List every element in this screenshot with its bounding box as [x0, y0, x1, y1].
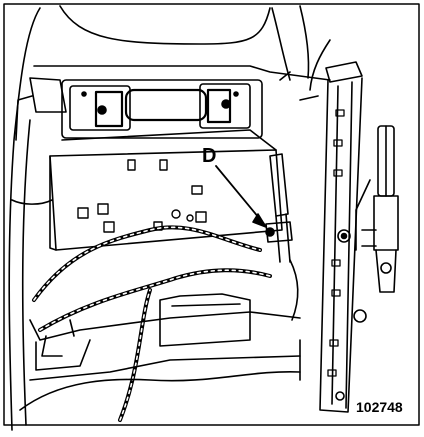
gas-strut	[269, 153, 289, 217]
callout-label-d: D	[202, 145, 217, 167]
frame-border	[3, 3, 420, 426]
mounting-plate	[49, 149, 283, 251]
lower-crossmember	[29, 311, 301, 341]
seat-rail	[319, 77, 363, 413]
rail-top	[325, 61, 363, 83]
headrest-cut	[59, 5, 271, 45]
callout-leader	[215, 165, 265, 225]
figure-reference-number: 102748	[356, 399, 403, 415]
module-housing	[61, 79, 263, 139]
upper-crossbar	[33, 65, 331, 81]
seat-shell-left	[8, 7, 41, 431]
